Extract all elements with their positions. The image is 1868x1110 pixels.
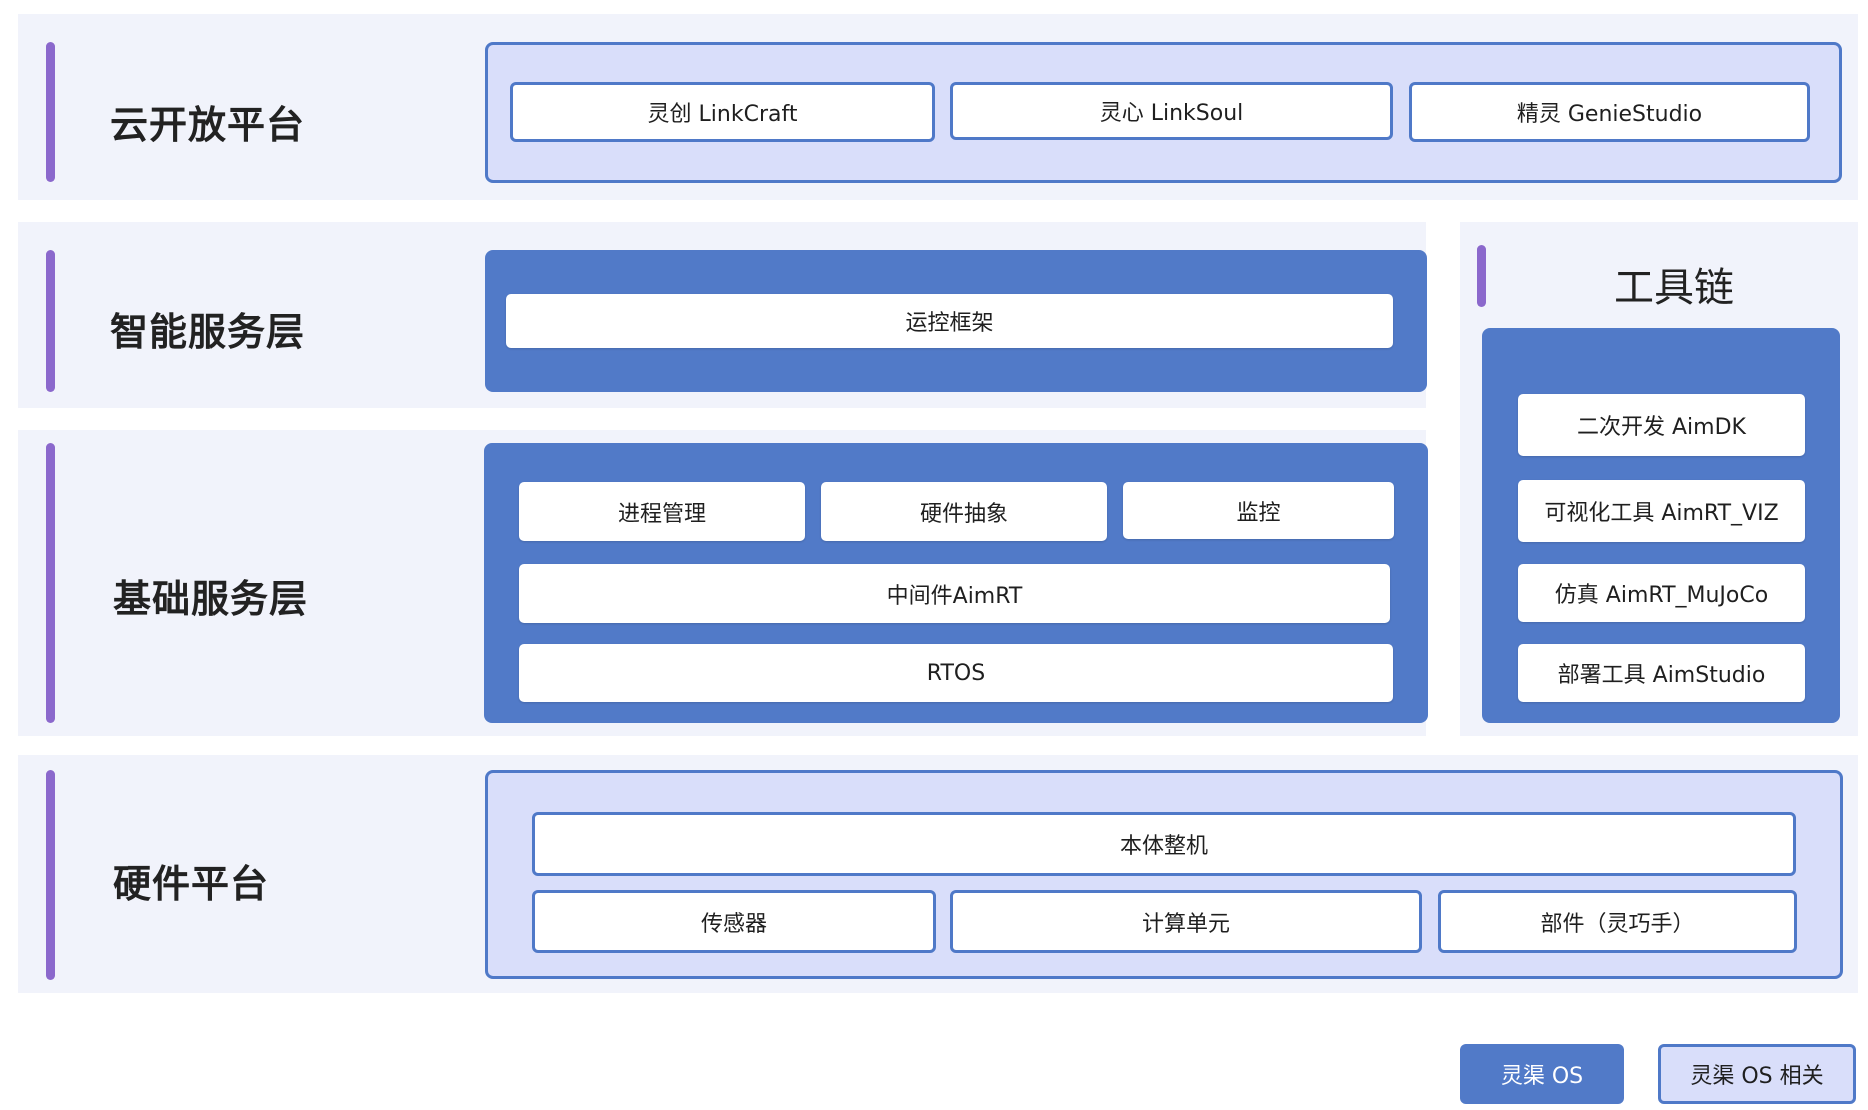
cloud-platform-title: 云开放平台 xyxy=(110,103,306,147)
intelligent-service-accent-bar xyxy=(46,250,55,392)
compute-unit-box: 计算单元 xyxy=(950,890,1422,953)
intelligent-service-title: 智能服务层 xyxy=(110,310,306,354)
base-service-accent-bar xyxy=(46,443,55,723)
linksoul-box: 灵心 LinkSoul xyxy=(950,82,1393,140)
hardware-platform-title: 硬件平台 xyxy=(113,862,270,906)
process-management-box: 进程管理 xyxy=(519,482,805,541)
geniestudio-box: 精灵 GenieStudio xyxy=(1409,82,1810,142)
robot-body-box: 本体整机 xyxy=(532,812,1796,876)
sensors-box: 传感器 xyxy=(532,890,936,953)
monitoring-box: 监控 xyxy=(1123,482,1394,539)
hardware-abstraction-box: 硬件抽象 xyxy=(821,482,1107,541)
toolchain-title: 工具链 xyxy=(1614,265,1734,311)
aimrt-viz-box: 可视化工具 AimRT_VIZ xyxy=(1518,480,1805,542)
motion-control-framework-box: 运控框架 xyxy=(506,294,1393,348)
linkcraft-box: 灵创 LinkCraft xyxy=(510,82,935,142)
legend-os: 灵渠 OS xyxy=(1460,1044,1624,1104)
aimdk-box: 二次开发 AimDK xyxy=(1518,394,1805,456)
base-service-title: 基础服务层 xyxy=(113,577,309,621)
legend-os-related: 灵渠 OS 相关 xyxy=(1658,1044,1856,1104)
dexterous-hand-box: 部件（灵巧手） xyxy=(1438,890,1797,953)
middleware-aimrt-box: 中间件AimRT xyxy=(519,564,1390,623)
cloud-platform-accent-bar xyxy=(46,42,55,182)
hardware-platform-accent-bar xyxy=(46,770,55,980)
aimrt-mujoco-box: 仿真 AimRT_MuJoCo xyxy=(1518,564,1805,622)
aimstudio-box: 部署工具 AimStudio xyxy=(1518,644,1805,702)
rtos-box: RTOS xyxy=(519,644,1393,702)
toolchain-accent-bar xyxy=(1477,245,1486,307)
